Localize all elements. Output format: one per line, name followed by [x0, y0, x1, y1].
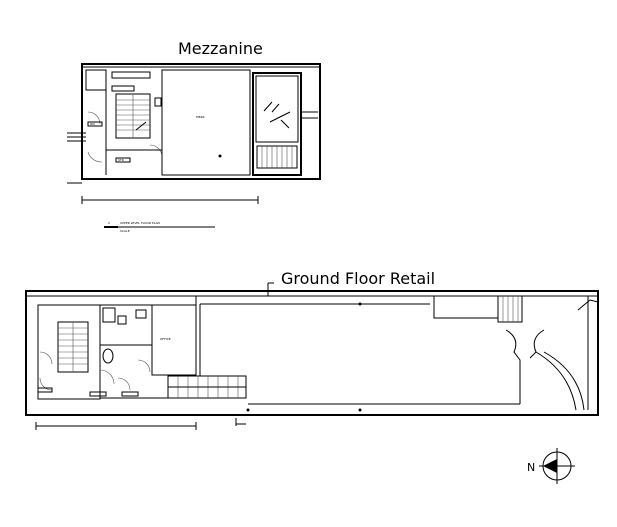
svg-text:SCALE: SCALE [120, 229, 130, 233]
svg-text:MEZZ: MEZZ [196, 115, 205, 119]
ground-floor-stair [57, 321, 89, 373]
mezzanine-title: Mezzanine [178, 39, 263, 58]
mezzanine-stair [115, 93, 151, 139]
north-arrow-label: N [527, 461, 535, 474]
mezzanine-outer-wall [81, 63, 321, 180]
north-arrow: N [527, 448, 575, 484]
svg-text:OFFICE: OFFICE [160, 337, 171, 341]
ground-floor-outer-wall [25, 290, 599, 416]
mezzanine-plan: WC STR MEZZ [67, 63, 321, 233]
ground-floor-counter [167, 375, 247, 399]
north-arrow-pointer [543, 459, 557, 473]
ground-floor-retail-title: Ground Floor Retail [281, 269, 436, 288]
svg-text:UPPER LEVEL FLOOR PLAN: UPPER LEVEL FLOOR PLAN [120, 221, 160, 225]
svg-text:STR: STR [118, 158, 124, 162]
ground-floor-plan: OFFICE [25, 282, 599, 430]
mezzanine-void [252, 72, 318, 176]
svg-text:WC: WC [90, 122, 95, 126]
svg-text:2: 2 [108, 221, 110, 225]
